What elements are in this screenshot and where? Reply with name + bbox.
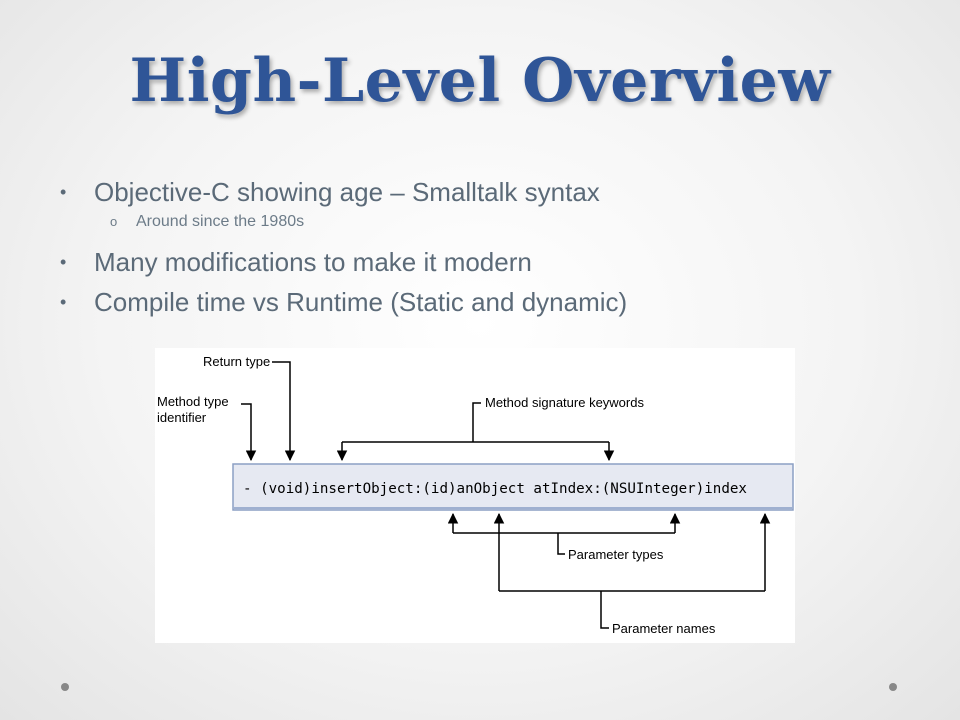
bullet-dot-icon: • [60,182,67,202]
connector-signature-keywords [472,402,481,442]
sub-bullet-text: Around since the 1980s [136,213,305,230]
slide-title: High-Level Overview [129,46,831,116]
label-return-type: Return type [203,354,270,369]
bullet-text: Many modifications to make it modern [94,247,532,277]
bullet-dot-icon: • [60,252,67,272]
label-parameter-names: Parameter names [612,621,716,636]
code-bar [232,463,794,511]
bullet-text: Objective-C showing age – Smalltalk synt… [94,177,600,207]
bullet-item: • Objective-C showing age – Smalltalk sy… [60,172,920,212]
arrow-return-type [272,361,296,462]
label-method-type: Method type [157,394,229,409]
corner-dot-left [61,683,69,691]
label-signature-keywords: Method signature keywords [485,395,644,410]
arrow-method-type [241,403,257,462]
label-method-type-identifier: identifier [157,410,207,425]
sub-bullet-o-icon: o [110,214,118,229]
corner-dot-right [889,683,897,691]
bullet-item: • Many modifications to make it modern [60,242,920,282]
method-syntax-diagram: - (void)insertObject:(id)anObject atInde… [155,348,795,643]
bullet-text: Compile time vs Runtime (Static and dyna… [94,287,628,317]
bullet-dot-icon: • [60,292,67,312]
sub-bullet-item: o Around since the 1980s [60,212,920,242]
bullet-list: • Objective-C showing age – Smalltalk sy… [60,172,920,322]
bullet-item: • Compile time vs Runtime (Static and dy… [60,282,920,322]
label-parameter-types: Parameter types [568,547,664,562]
method-signature-code: - (void)insertObject:(id)anObject atInde… [243,481,747,497]
